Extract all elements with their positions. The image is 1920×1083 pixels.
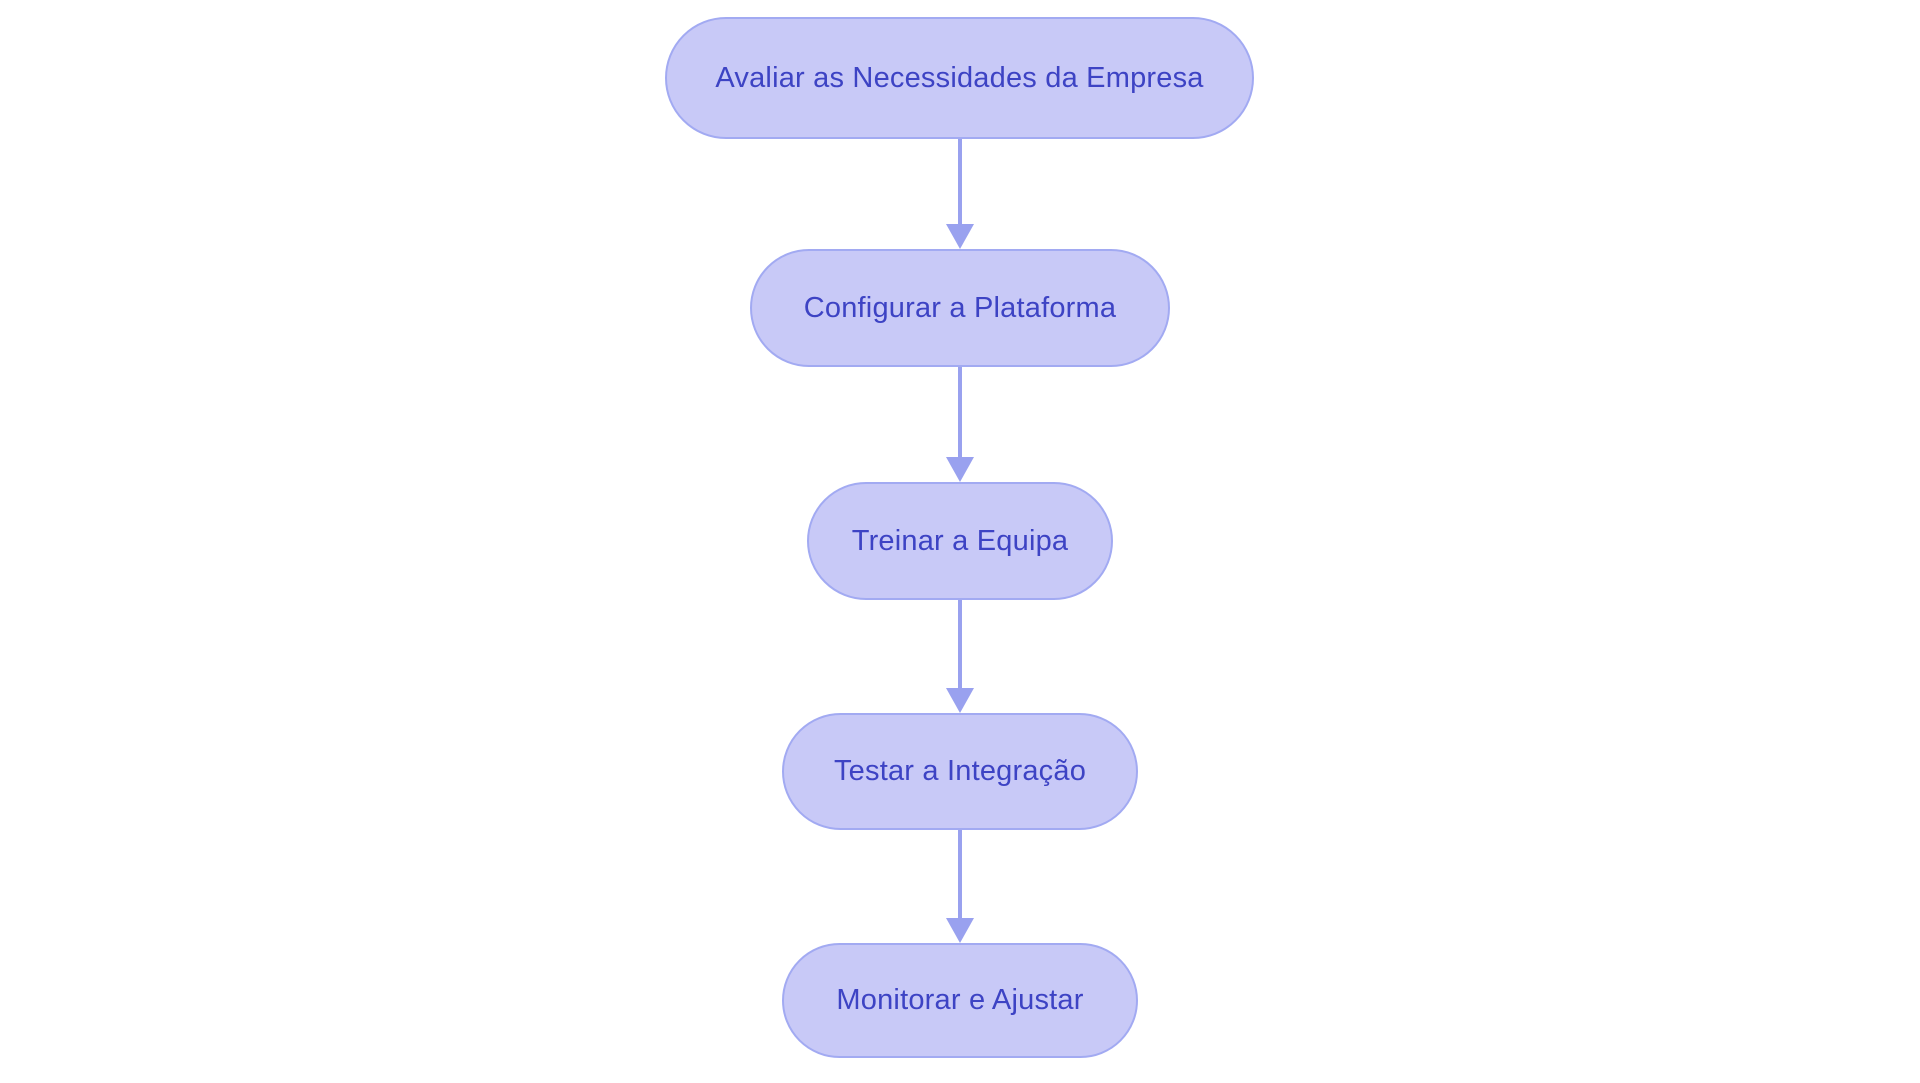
flow-node-label: Monitorar e Ajustar <box>836 984 1084 1016</box>
flow-node-treinar-equipa: Treinar a Equipa <box>807 482 1113 600</box>
flow-node-label: Treinar a Equipa <box>851 524 1069 557</box>
flow-node-avaliar-necessidades: Avaliar as Necessidades da Empresa <box>665 17 1254 139</box>
arrow-head-icon <box>946 457 974 482</box>
flow-node-label: Configurar a Plataforma <box>803 291 1117 324</box>
flow-arrow-1 <box>946 139 974 249</box>
flow-arrow-2 <box>946 367 974 482</box>
arrow-line <box>958 367 962 457</box>
flow-node-configurar-plataforma: Configurar a Plataforma <box>750 249 1170 367</box>
arrow-line <box>958 600 962 688</box>
flow-node-label: Testar a Integração <box>833 755 1087 787</box>
flow-node-label: Avaliar as Necessidades da Empresa <box>715 61 1204 94</box>
flow-node-monitorar-ajustar: Monitorar e Ajustar <box>782 943 1138 1058</box>
arrow-line <box>958 830 962 918</box>
flow-arrow-4 <box>946 830 974 943</box>
arrow-head-icon <box>946 688 974 713</box>
flow-node-testar-integracao: Testar a Integração <box>782 713 1138 830</box>
arrow-head-icon <box>946 918 974 943</box>
arrow-line <box>958 139 962 224</box>
arrow-head-icon <box>946 224 974 249</box>
flow-arrow-3 <box>946 600 974 713</box>
